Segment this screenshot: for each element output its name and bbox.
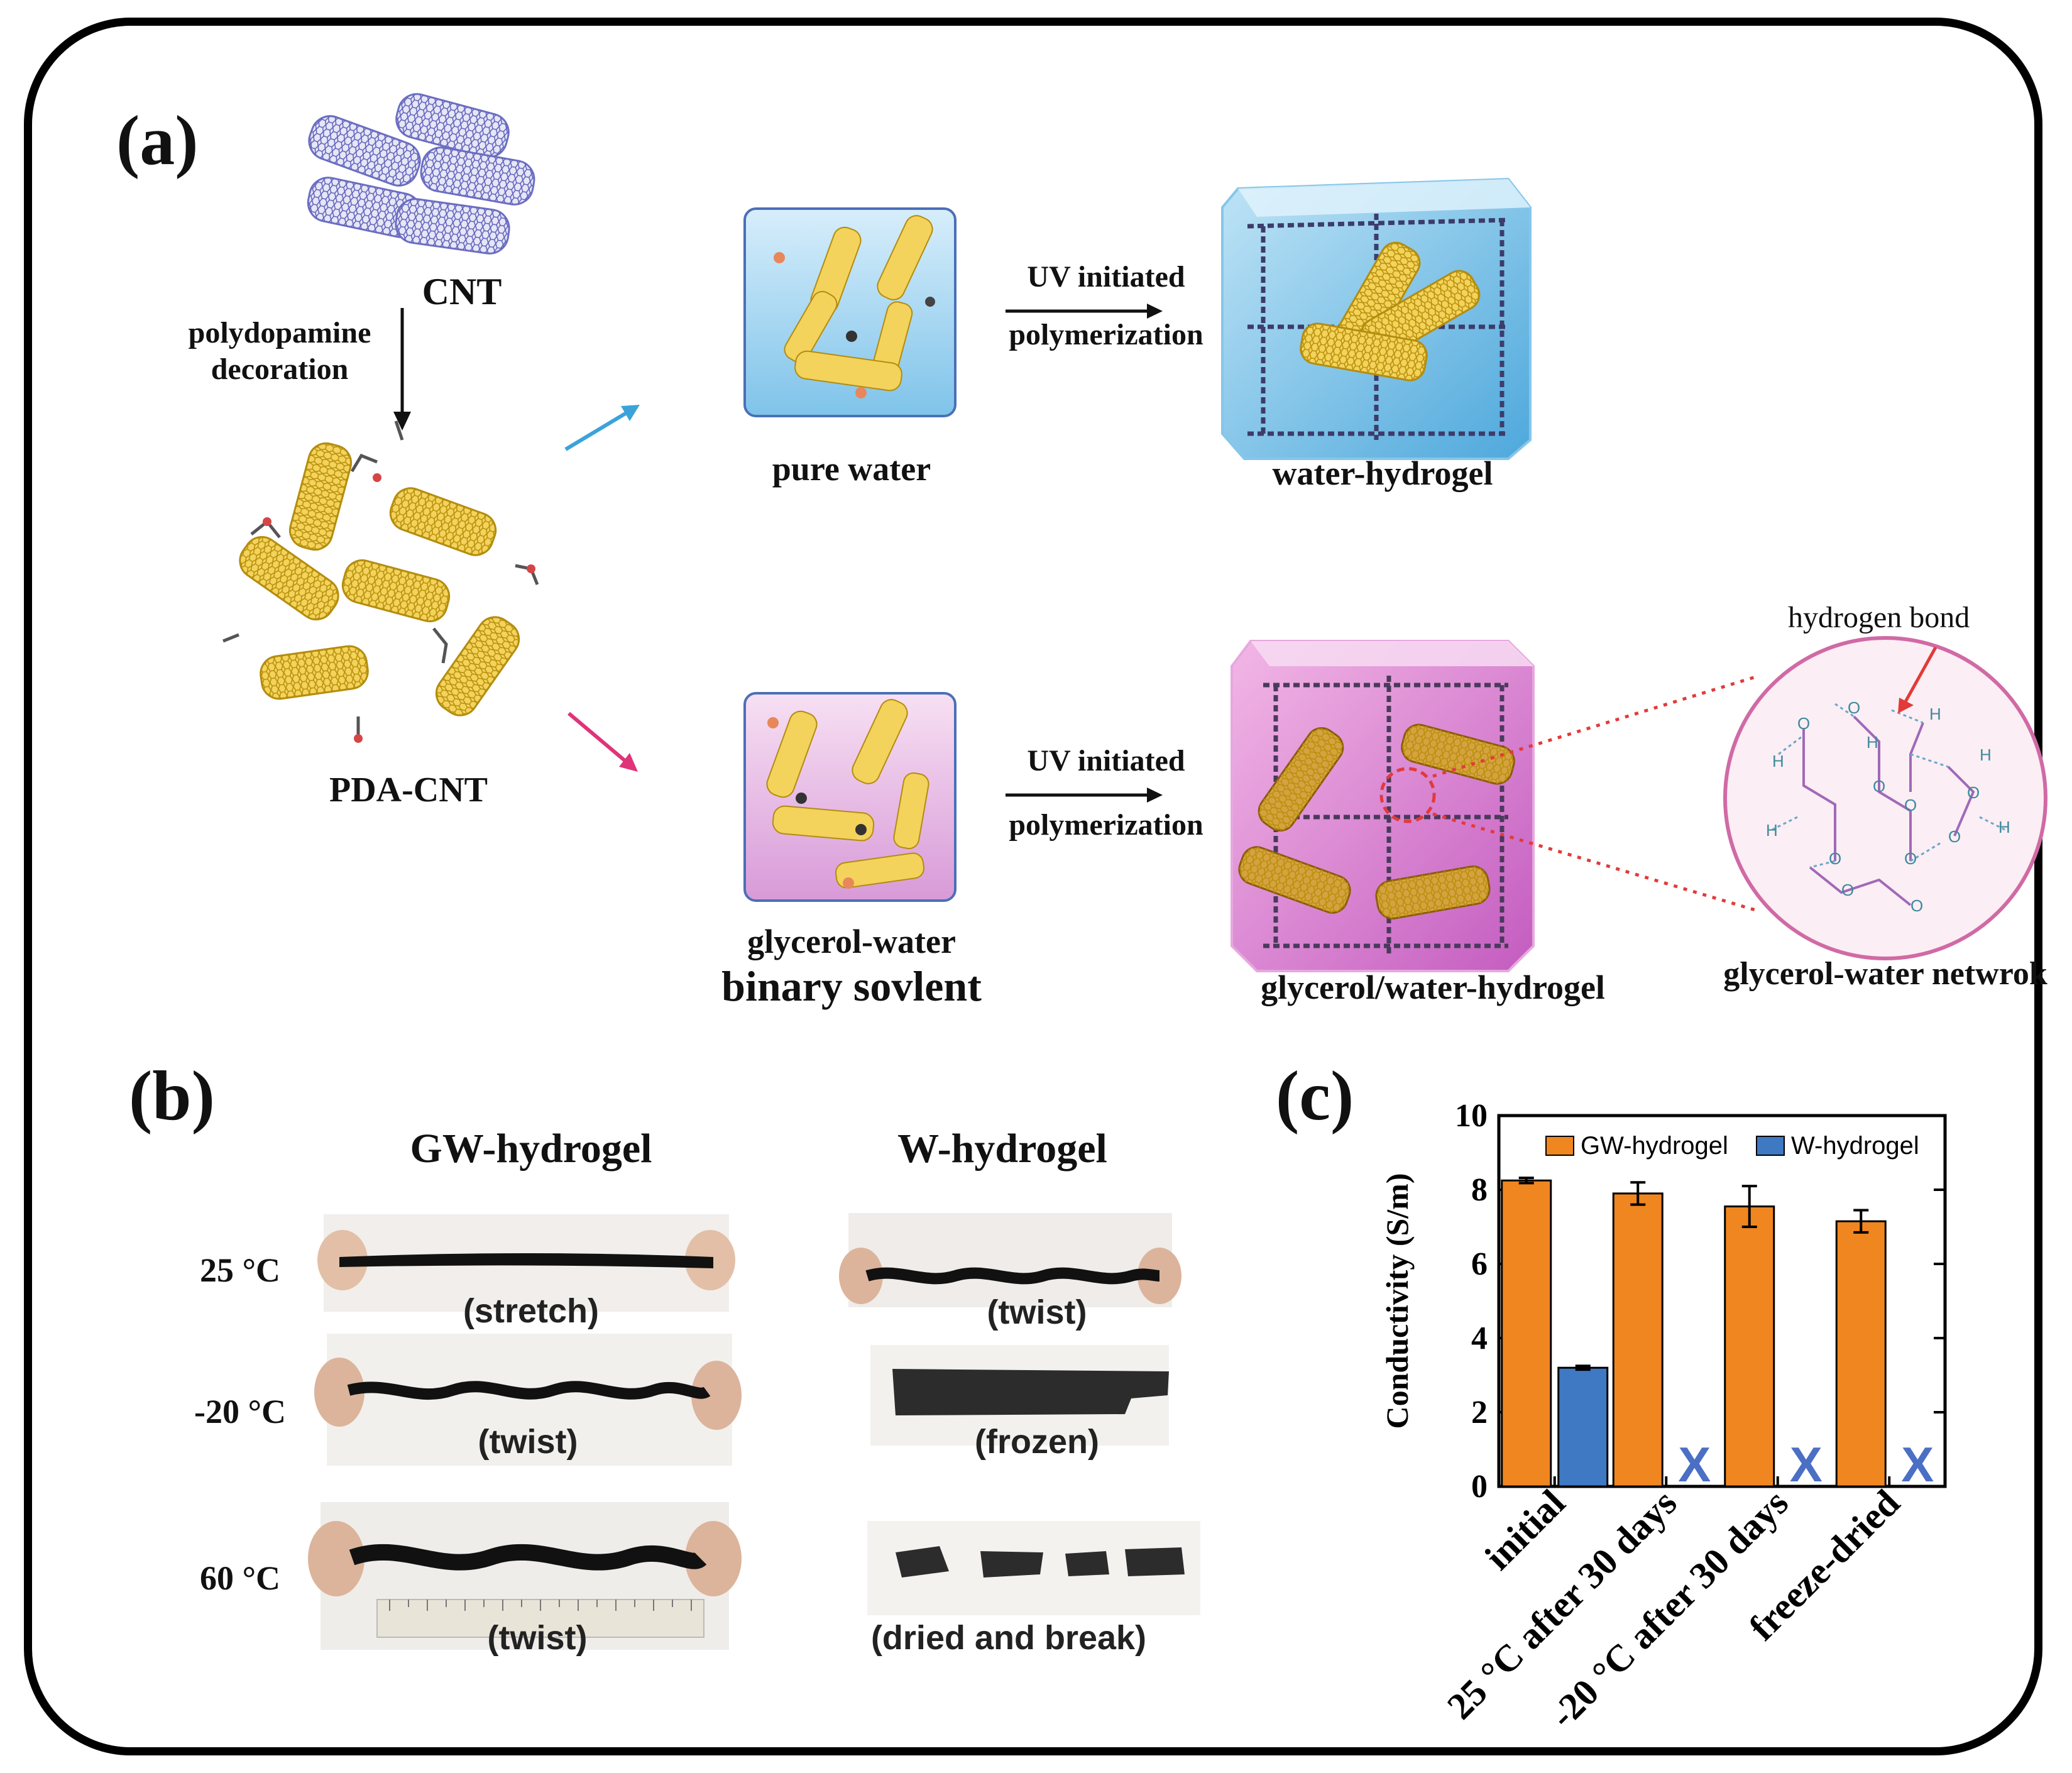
uv-bottom-label-line1: UV initiated (1027, 744, 1185, 777)
gw-m20-caption: (twist) (478, 1423, 578, 1461)
w-header: W-hydrogel (897, 1126, 1107, 1172)
panel-frame (24, 18, 2042, 1755)
svg-text:O: O (1904, 796, 1917, 815)
w-60-photo (867, 1521, 1200, 1615)
pink-arrow-icon (567, 711, 638, 772)
gw-header: GW-hydrogel (410, 1126, 652, 1172)
svg-text:H: H (1980, 745, 1992, 764)
y-tick-label: 4 (1471, 1320, 1488, 1356)
bar-gw-hydrogel (1612, 1192, 1664, 1488)
svg-text:H: H (1766, 821, 1778, 840)
pure-water-box-icon (743, 207, 957, 417)
cnt-label: CNT (422, 271, 502, 312)
x-category-label: initial (1477, 1482, 1573, 1578)
uv-arrow-bottom-icon (1006, 788, 1163, 803)
svg-text:O: O (1841, 881, 1854, 899)
y-tick-label: 0 (1471, 1469, 1488, 1505)
bar-gw-hydrogel (1501, 1179, 1552, 1488)
bar-gw-hydrogel (1835, 1220, 1887, 1488)
panel-a-label: (a) (116, 102, 199, 180)
bar-gw-hydrogel (1724, 1205, 1775, 1488)
water-hydrogel-label: water-hydrogel (1272, 454, 1493, 492)
missing-marker: X (1901, 1437, 1934, 1492)
legend-label-w: W-hydrogel (1791, 1132, 1919, 1160)
y-tick-label: 6 (1471, 1246, 1488, 1282)
w-25-caption: (twist) (987, 1293, 1087, 1331)
svg-text:O: O (1967, 783, 1980, 802)
svg-text:H: H (1929, 705, 1941, 723)
temp-25-label: 25 °C (199, 1251, 281, 1289)
missing-marker: X (1678, 1437, 1711, 1492)
w-25-photo (839, 1213, 1181, 1307)
pure-water-label: pure water (772, 450, 931, 488)
gw-25-caption: (stretch) (463, 1292, 600, 1330)
binary-solvent-label: binary sovlent (721, 962, 982, 1010)
decoration-label-line1: polydopamine (188, 316, 371, 349)
svg-text:O: O (1873, 777, 1885, 796)
pda-cnt-label: PDA-CNT (329, 771, 488, 810)
missing-marker: X (1790, 1437, 1823, 1492)
gw-25-photo (317, 1214, 735, 1312)
svg-text:O: O (1848, 698, 1860, 717)
decoration-arrow-icon (393, 308, 411, 431)
cnt-bundle-icon (307, 93, 535, 255)
legend-label-gw: GW-hydrogel (1581, 1132, 1728, 1160)
y-tick-label: 8 (1471, 1172, 1488, 1208)
temp-m20-label: -20 °C (194, 1393, 287, 1430)
bar-w-hydrogel (1557, 1366, 1609, 1488)
water-hydrogel-cube-icon (1221, 177, 1532, 460)
legend-swatch-gw (1545, 1136, 1574, 1156)
y-axis-label: Conductivity (S/m) (1379, 1173, 1415, 1429)
pda-cnt-icon (222, 420, 539, 743)
legend-swatch-w (1756, 1136, 1785, 1156)
svg-text:H: H (1772, 752, 1784, 771)
uv-bottom-label-line2: polymerization (1009, 808, 1203, 842)
y-tick-label: 2 (1471, 1395, 1488, 1430)
network-label: glycerol-water netwrok (1723, 956, 2047, 992)
w-m20-photo (870, 1345, 1169, 1446)
svg-text:O: O (1910, 896, 1923, 915)
svg-text:O: O (1829, 849, 1841, 868)
w-m20-caption: (frozen) (975, 1423, 1099, 1461)
glycerol-water-box-icon (743, 692, 957, 902)
gw-60-caption: (twist) (487, 1619, 588, 1657)
svg-text:O: O (1904, 849, 1917, 868)
hydrogen-bond-label: hydrogen bond (1788, 601, 1970, 634)
svg-text:O: O (1797, 714, 1810, 733)
panel-b-label: (b) (129, 1057, 215, 1135)
w-60-caption: (dried and break) (870, 1619, 1147, 1657)
glycerol-water-hydrogel-label: glycerol/water-hydrogel (1261, 969, 1605, 1006)
y-tick-label: 10 (1455, 1098, 1488, 1134)
glycerol-water-hydrogel-cube-icon (1231, 640, 1535, 972)
svg-text:H: H (1866, 733, 1878, 752)
plot-frame (1497, 1114, 1947, 1488)
uv-arrow-top-icon (1006, 304, 1163, 319)
uv-top-label-line2: polymerization (1009, 318, 1203, 351)
zoom-connector-lines (1432, 674, 1760, 913)
gw-60-photo (308, 1502, 742, 1650)
gw-m20-photo (314, 1334, 742, 1466)
decoration-label-line2: decoration (211, 353, 349, 386)
temp-60-label: 60 °C (199, 1559, 281, 1597)
panel-c-label: (c) (1276, 1057, 1354, 1135)
uv-top-label-line1: UV initiated (1027, 260, 1185, 294)
svg-text:O: O (1948, 827, 1961, 846)
svg-text:H: H (1998, 818, 2010, 837)
blue-arrow-icon (564, 405, 640, 451)
glycerol-water-label: glycerol-water (747, 923, 956, 960)
zoom-circle-icon (1379, 767, 1436, 823)
